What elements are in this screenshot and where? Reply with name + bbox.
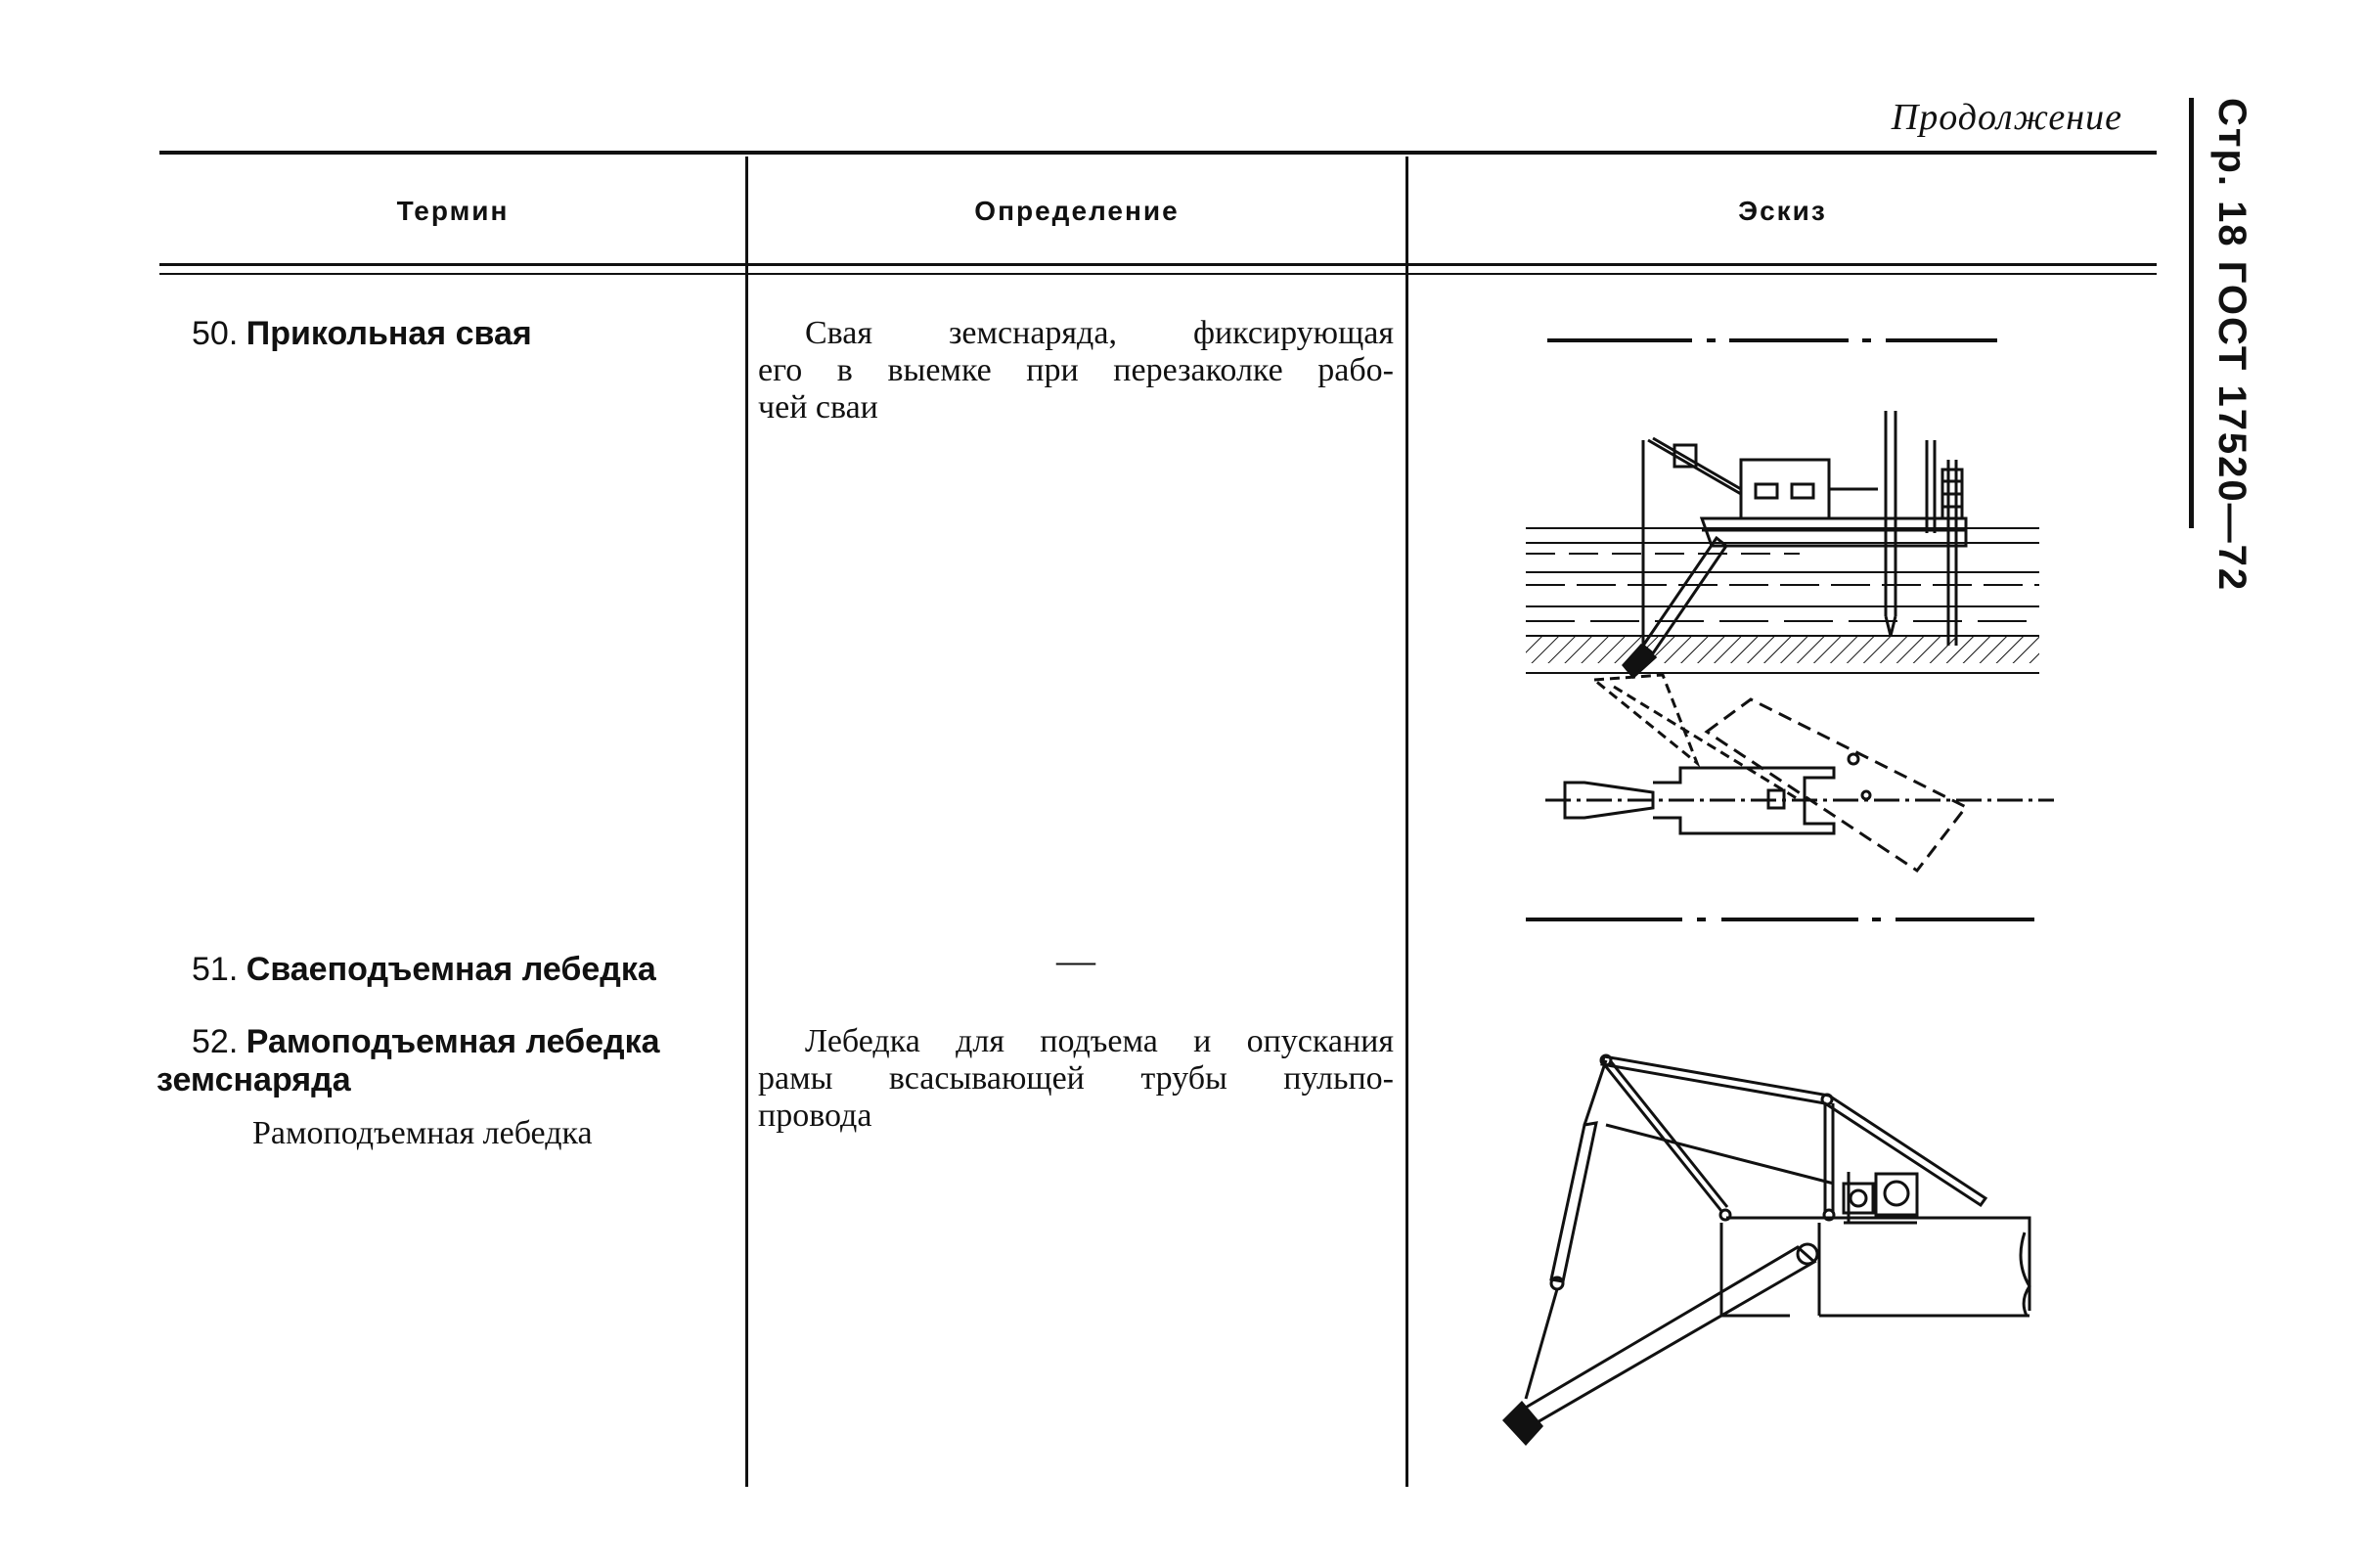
table-top-rule bbox=[159, 151, 2157, 155]
definition-line: провода bbox=[758, 1098, 872, 1134]
term-number: 50. bbox=[192, 315, 239, 352]
term-52-line-1: 52. Рамоподъемная лебедка bbox=[156, 1023, 704, 1061]
definition-line: чей сваи bbox=[758, 389, 878, 426]
term-number: 52. bbox=[192, 1023, 239, 1060]
term-name: Прикольная свая bbox=[245, 315, 532, 352]
winch-structure bbox=[1521, 1053, 2031, 1425]
definition-line: Лебедка для подъема и опускания bbox=[805, 1023, 1394, 1059]
side-header-rule bbox=[2189, 98, 2194, 528]
working-pile bbox=[1884, 411, 1897, 637]
cutter-head bbox=[1502, 1401, 1543, 1446]
side-header: Стр. 18 ГОСТ 17520—72 bbox=[2165, 98, 2253, 592]
definition-line: его в выемке при перезаколке рабо- bbox=[758, 352, 1394, 388]
plan-view bbox=[1545, 673, 2054, 874]
term-number: 51. bbox=[192, 951, 239, 988]
term-name-part2: земснаряда bbox=[156, 1061, 351, 1098]
definition-line: Свая земснаряда, фиксирующая bbox=[805, 315, 1394, 351]
term-52: 52. Рамоподъемная лебедка земснаряда bbox=[156, 1023, 704, 1098]
column-header-term: Термин bbox=[396, 196, 510, 226]
term-name-part1: Рамоподъемная лебедка bbox=[245, 1023, 660, 1060]
sketch-frame-winch bbox=[1502, 1053, 2031, 1446]
definition-line: рамы всасывающей трубы пульпо- bbox=[758, 1060, 1394, 1097]
definition-52: Лебедка для подъема и опускания рамы вса… bbox=[758, 1023, 1394, 1135]
synonym-52: Рамоподъемная лебедка bbox=[252, 1115, 593, 1151]
sketch-mooring-pile bbox=[1526, 338, 2054, 921]
seabed bbox=[1526, 636, 2039, 663]
side-header-text: Стр. 18 ГОСТ 17520—72 bbox=[2210, 98, 2253, 593]
water-surface bbox=[1526, 527, 2039, 622]
column-divider-2 bbox=[1405, 157, 1408, 1487]
column-header-sketch: Эскиз bbox=[1738, 196, 1827, 226]
term-name: Сваеподъемная лебедка bbox=[245, 951, 656, 988]
term-50: 50. Прикольная свая bbox=[192, 315, 739, 353]
term-51: 51. Сваеподъемная лебедка bbox=[192, 951, 739, 989]
header-bottom-rule-2 bbox=[159, 273, 2157, 275]
definition-50: Свая земснаряда, фиксирующая его в выемк… bbox=[758, 315, 1394, 426]
column-header-definition: Определение bbox=[974, 196, 1180, 226]
mooring-pile bbox=[1925, 440, 1964, 646]
continuation-label: Продолжение bbox=[1891, 97, 2122, 138]
column-divider-1 bbox=[745, 157, 748, 1487]
header-bottom-rule-1 bbox=[159, 263, 2157, 266]
definition-51-dash: — bbox=[1056, 938, 1095, 982]
dredger-cabin bbox=[1673, 443, 1878, 520]
dredger-hull bbox=[1699, 516, 1968, 548]
